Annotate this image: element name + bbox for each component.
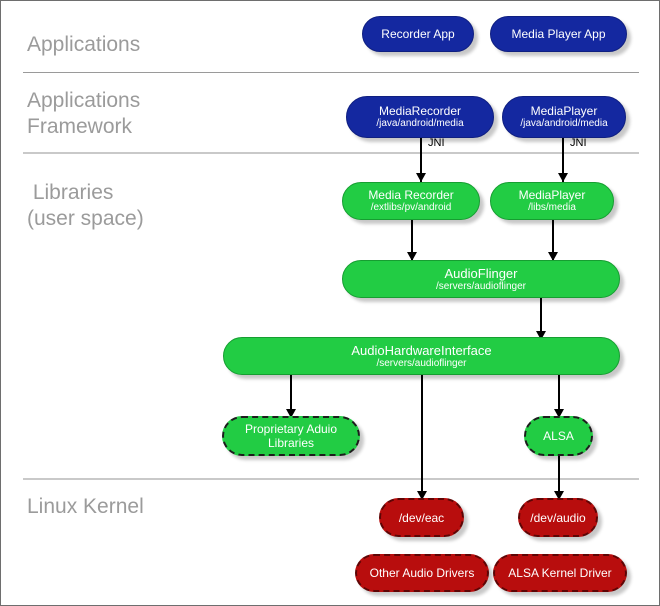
node-subtitle: /extlibs/pv/android: [370, 202, 452, 213]
separator-kernel: [23, 478, 639, 480]
node-recorder-app[interactable]: Recorder App: [362, 16, 474, 52]
node-title: Other Audio Drivers: [369, 566, 475, 580]
connector-mediaplayer-to-audioflinger: [552, 220, 554, 260]
node-title: Media Player App: [511, 27, 606, 41]
node-audioflinger[interactable]: AudioFlinger /servers/audioflinger: [342, 260, 620, 298]
arrowhead-audioflinger-right: [548, 252, 558, 261]
connector-mediaplayer-to-mediaplayer-native: [562, 138, 564, 182]
connector-audioflinger-to-audiohardwareinterface: [540, 297, 542, 339]
node-subtitle: /servers/audioflinger: [376, 357, 467, 369]
node-alsa[interactable]: ALSA: [524, 416, 593, 456]
node-title: ALSA Kernel Driver: [508, 566, 612, 580]
node-title: MediaPlayer: [530, 104, 598, 118]
layer-label-libraries: Libraries (user space): [27, 181, 144, 230]
edge-label-jni-right: JNI: [570, 137, 587, 149]
separator-applications: [23, 72, 639, 73]
arrowhead-media-recorder: [416, 173, 426, 182]
node-dev-eac[interactable]: /dev/eac: [379, 498, 464, 537]
separator-framework: [23, 152, 639, 154]
node-title: /dev/eac: [398, 510, 445, 525]
connector-ahi-to-alsa: [558, 373, 560, 417]
node-subtitle: /libs/media: [528, 202, 576, 213]
arrowhead-mediaplayer-native: [558, 173, 568, 182]
node-title: ALSA: [543, 429, 574, 443]
node-title: Media Recorder: [368, 188, 454, 202]
arrowhead-dev-eac: [417, 491, 427, 500]
node-mediarecorder-java[interactable]: MediaRecorder /java/android/media: [346, 96, 494, 138]
node-other-audio-drivers[interactable]: Other Audio Drivers: [355, 554, 489, 592]
layer-label-linux-kernel: Linux Kernel: [27, 495, 144, 518]
connector-alsa-to-dev-audio: [558, 453, 560, 495]
node-audiohardwareinterface[interactable]: AudioHardwareInterface /servers/audiofli…: [223, 337, 620, 375]
node-proprietary-audio-libraries[interactable]: Proprietary Aduio Libraries: [222, 416, 360, 456]
node-subtitle: Libraries: [267, 436, 315, 450]
node-title: /dev/audio: [530, 510, 586, 525]
edge-label-jni-left: JNI: [428, 137, 445, 149]
arrowhead-audiohardwareinterface: [536, 331, 546, 340]
node-subtitle: /java/android/media: [376, 118, 464, 129]
node-dev-audio[interactable]: /dev/audio: [518, 498, 598, 537]
arrowhead-alsa: [554, 409, 564, 418]
node-title: MediaPlayer: [518, 188, 586, 202]
node-title: Proprietary Aduio: [244, 422, 338, 436]
node-title: AudioHardwareInterface: [351, 342, 492, 358]
connector-media-recorder-to-audioflinger: [411, 220, 413, 260]
connector-ahi-to-proprietary-libs: [290, 373, 292, 417]
node-mediaplayer-java[interactable]: MediaPlayer /java/android/media: [502, 96, 626, 138]
node-alsa-kernel-driver[interactable]: ALSA Kernel Driver: [493, 554, 627, 592]
node-subtitle: /java/android/media: [520, 118, 608, 129]
arrowhead-audioflinger-left: [407, 252, 417, 261]
arrowhead-dev-audio: [554, 491, 564, 500]
node-mediaplayer-native[interactable]: MediaPlayer /libs/media: [490, 182, 614, 220]
node-media-recorder-native[interactable]: Media Recorder /extlibs/pv/android: [342, 182, 480, 220]
node-title: MediaRecorder: [378, 104, 462, 118]
arrowhead-proprietary-libs: [286, 409, 296, 418]
node-media-player-app[interactable]: Media Player App: [490, 16, 627, 52]
connector-ahi-to-dev-eac: [421, 373, 423, 495]
node-title: Recorder App: [381, 27, 455, 41]
connector-mediarecorder-to-media-recorder: [420, 138, 422, 182]
node-subtitle: /servers/audioflinger: [435, 280, 527, 292]
node-title: AudioFlinger: [444, 265, 518, 281]
layer-label-applications: Applications: [27, 33, 141, 56]
layer-label-applications-framework: Applications Framework: [27, 89, 141, 138]
